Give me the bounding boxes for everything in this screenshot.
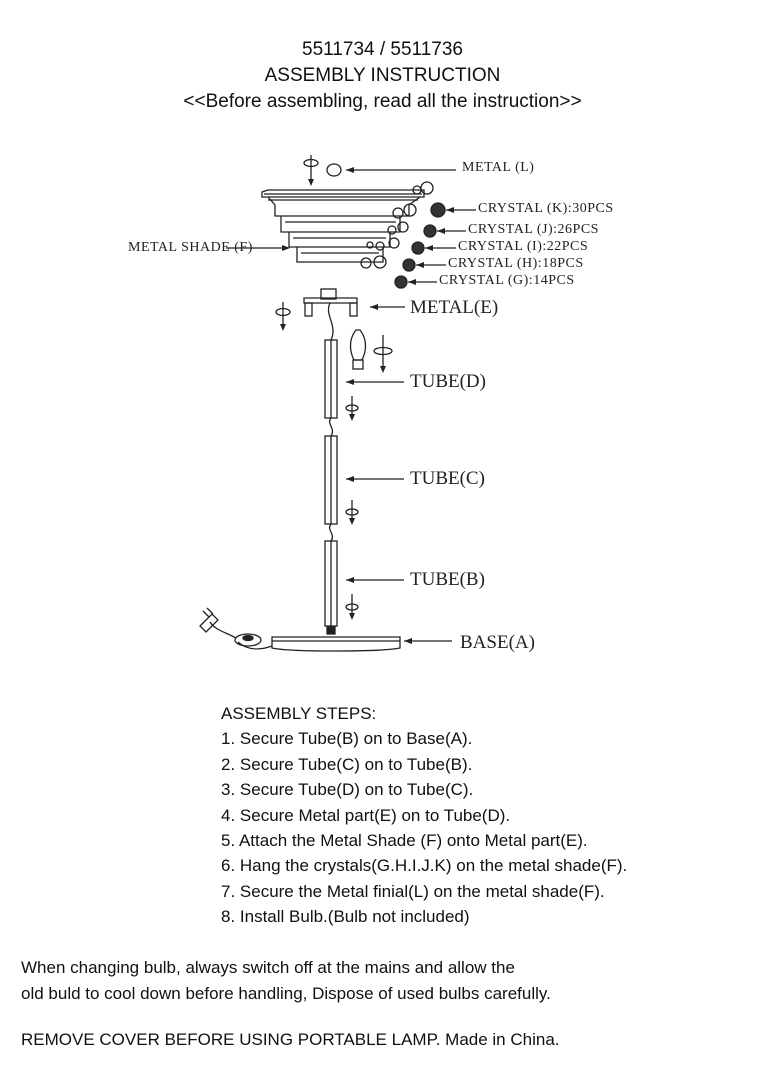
assembly-steps: ASSEMBLY STEPS: 1. Secure Tube(B) on to … bbox=[221, 701, 627, 930]
label-metal-e: METAL(E) bbox=[410, 297, 499, 318]
safety-note: When changing bulb, always switch off at… bbox=[21, 955, 551, 1007]
safety-note-line: When changing bulb, always switch off at… bbox=[21, 958, 515, 977]
metal-part-e-drawing bbox=[275, 288, 405, 331]
lamp-exploded-view bbox=[199, 155, 476, 652]
step-item: 4. Secure Metal part(E) on to Tube(D). bbox=[221, 805, 511, 825]
base-a-drawing bbox=[271, 626, 452, 652]
document-header: 5511734 / 5511736 ASSEMBLY INSTRUCTION <… bbox=[0, 37, 765, 115]
label-crystal-j: CRYSTAL (J):26PCS bbox=[468, 222, 599, 237]
step-item: 8. Install Bulb.(Bulb not included) bbox=[221, 907, 470, 927]
bulb-drawing bbox=[349, 329, 393, 373]
label-tube-d: TUBE(D) bbox=[410, 371, 486, 392]
document-subtitle: <<Before assembling, read all the instru… bbox=[183, 91, 582, 112]
steps-heading: ASSEMBLY STEPS: bbox=[221, 704, 377, 723]
assembly-diagram: METAL (L) CRYSTAL (K):30PCS CRYSTAL (J):… bbox=[128, 155, 614, 653]
label-metal-l: METAL (L) bbox=[462, 160, 535, 175]
document-title: ASSEMBLY INSTRUCTION bbox=[264, 65, 501, 86]
crystal-hooks-drawing bbox=[360, 181, 434, 269]
label-tube-b: TUBE(B) bbox=[410, 569, 485, 590]
label-metal-shade-f: METAL SHADE (F) bbox=[128, 240, 253, 255]
label-base-a: BASE(A) bbox=[460, 632, 535, 653]
label-crystal-g: CRYSTAL (G):14PCS bbox=[439, 273, 575, 288]
tube-c-drawing bbox=[324, 435, 404, 542]
footer-warning: REMOVE COVER BEFORE USING PORTABLE LAMP.… bbox=[21, 1030, 560, 1049]
step-item: 2. Secure Tube(C) on to Tube(B). bbox=[221, 754, 473, 774]
tube-b-drawing bbox=[324, 540, 404, 627]
step-item: 7. Secure the Metal finial(L) on the met… bbox=[221, 881, 605, 901]
step-item: 3. Secure Tube(D) on to Tube(C). bbox=[221, 780, 474, 800]
model-number: 5511734 / 5511736 bbox=[302, 39, 463, 60]
crystal-drops-drawing bbox=[394, 202, 446, 289]
label-crystal-k: CRYSTAL (K):30PCS bbox=[478, 201, 614, 216]
tube-d-drawing bbox=[324, 339, 404, 437]
step-item: 5. Attach the Metal Shade (F) onto Metal… bbox=[221, 831, 588, 851]
label-crystal-h: CRYSTAL (H):18PCS bbox=[448, 256, 584, 271]
safety-note-line: old buld to cool down before handling, D… bbox=[21, 984, 551, 1003]
step-item: 6. Hang the crystals(G.H.I.J.K) on the m… bbox=[221, 856, 628, 876]
label-crystal-i: CRYSTAL (I):22PCS bbox=[458, 239, 589, 254]
label-tube-c: TUBE(C) bbox=[410, 468, 485, 489]
cord-and-plug-drawing bbox=[199, 607, 273, 650]
step-item: 1. Secure Tube(B) on to Base(A). bbox=[221, 729, 473, 749]
metal-finial-l-drawing bbox=[303, 155, 456, 186]
crystal-leader-lines bbox=[408, 207, 476, 285]
wire-drawing bbox=[327, 302, 334, 341]
